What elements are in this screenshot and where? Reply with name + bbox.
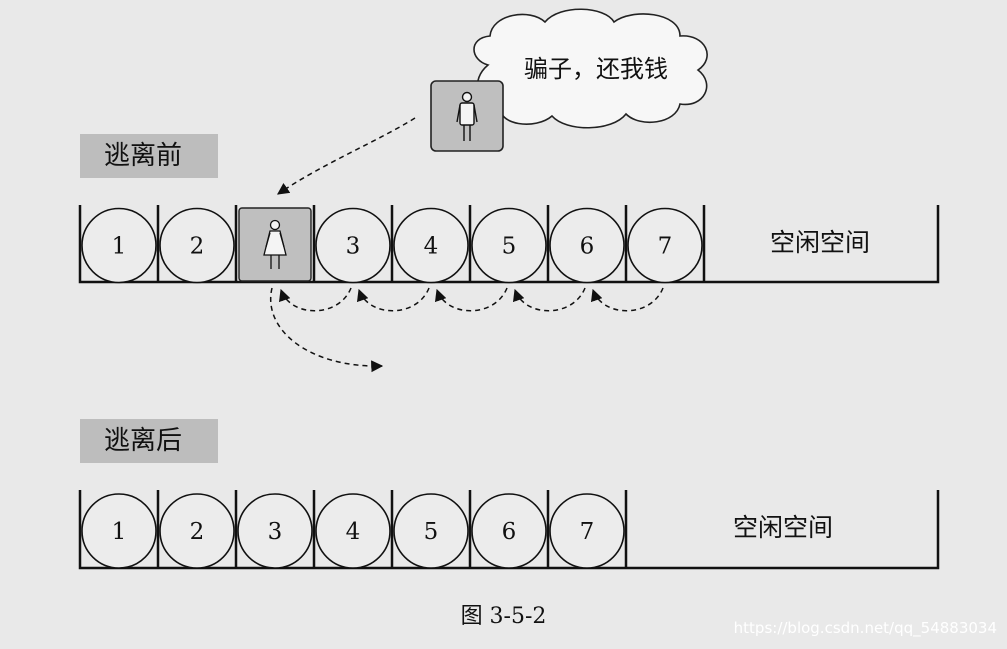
slot-circle bbox=[471, 207, 547, 284]
slot-number: 1 bbox=[112, 519, 127, 545]
slot-number: 7 bbox=[580, 519, 595, 545]
slot-number: 3 bbox=[346, 234, 361, 260]
slot-number: 2 bbox=[190, 234, 205, 260]
slot-number: 5 bbox=[502, 234, 517, 260]
speech-text: 骗子，还我钱 bbox=[524, 55, 668, 83]
slot-number: 6 bbox=[580, 234, 595, 260]
slot-number: 4 bbox=[346, 519, 361, 545]
slot-circle bbox=[393, 207, 469, 284]
slot-circle bbox=[81, 493, 157, 569]
before-queue: 1 2 3 4 5 6 7 空闲空间 bbox=[78, 205, 940, 284]
shift-arrow bbox=[357, 287, 430, 312]
slot-circle bbox=[627, 207, 703, 284]
after-free-space-label: 空闲空间 bbox=[733, 513, 833, 542]
shift-arrow bbox=[591, 287, 664, 312]
slot-circle bbox=[237, 493, 313, 569]
slot-number: 7 bbox=[658, 234, 673, 260]
slot-number: 6 bbox=[502, 519, 517, 545]
slot-circle bbox=[159, 207, 235, 284]
man-icon bbox=[456, 91, 478, 141]
woman-icon bbox=[263, 219, 287, 269]
speech-cloud: 骗子，还我钱 bbox=[473, 8, 708, 129]
shift-arrow bbox=[279, 287, 352, 312]
man-box bbox=[430, 80, 504, 152]
slot-number: 3 bbox=[268, 519, 283, 545]
slot-circle bbox=[81, 207, 157, 284]
slot-circle bbox=[471, 493, 547, 569]
slot-circle bbox=[393, 493, 469, 569]
slot-circle bbox=[549, 207, 625, 284]
after-queue: 1 2 3 4 5 6 7 空闲空间 bbox=[78, 490, 940, 570]
slot-circle bbox=[159, 493, 235, 569]
before-free-space-label: 空闲空间 bbox=[770, 228, 870, 257]
pursuit-arrow bbox=[277, 117, 416, 195]
figure-caption: 图 3-5-2 bbox=[460, 604, 547, 629]
slot-number: 5 bbox=[424, 519, 439, 545]
slot-number: 1 bbox=[112, 234, 127, 260]
slot-circle bbox=[315, 493, 391, 569]
shift-arrows bbox=[279, 287, 664, 312]
slot-number: 4 bbox=[424, 234, 439, 260]
before-label: 逃离前 bbox=[80, 134, 218, 178]
shift-arrow bbox=[435, 287, 508, 312]
after-label: 逃离后 bbox=[80, 419, 218, 463]
slot-circle bbox=[315, 207, 391, 284]
slot-circle bbox=[549, 493, 625, 569]
watermark: https://blog.csdn.net/qq_54883034 bbox=[733, 619, 997, 637]
slot-number: 2 bbox=[190, 519, 205, 545]
shift-arrow bbox=[513, 287, 586, 312]
escape-arrow bbox=[269, 287, 384, 373]
